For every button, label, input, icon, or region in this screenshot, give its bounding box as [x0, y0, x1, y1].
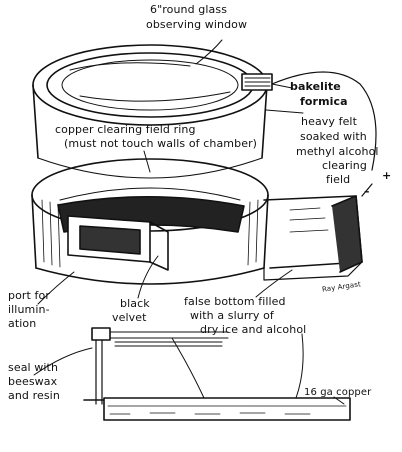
bakelite-label-line2: formica: [300, 95, 348, 108]
bakelite-clip: [241, 73, 273, 91]
clearing-label-line2: field: [326, 173, 351, 186]
port-label-line1: port for: [8, 289, 50, 302]
window-label-line2: observing window: [146, 18, 248, 31]
felt-label-line2: soaked with: [300, 130, 367, 143]
illumination-port: [67, 215, 169, 271]
bakelite-label-line1: bakelite: [290, 80, 341, 93]
glass-lid: [32, 44, 268, 179]
false-bottom-box: [263, 195, 363, 281]
copper-label: 16 ga copper: [304, 387, 372, 398]
velvet-label-line1: black: [120, 297, 150, 310]
seal-label-line2: beeswax: [8, 375, 58, 388]
clearing-field-wire: [271, 71, 377, 197]
cross-section: [83, 327, 351, 421]
ring-label-line1: copper clearing field ring: [55, 123, 196, 136]
seal-label-line3: and resin: [8, 389, 60, 402]
velvet-label-line2: velvet: [112, 311, 147, 324]
felt-label-line3: methyl alcohol: [296, 145, 379, 158]
port-label-line3: ation: [8, 317, 37, 330]
seal-label-line1: seal with: [8, 361, 59, 374]
felt-label-line1: heavy felt: [301, 115, 358, 128]
minus-terminal-label: –: [364, 185, 370, 198]
port-label-line2: illumin-: [8, 303, 50, 316]
leader-lines: [33, 39, 345, 405]
false-bottom-label-line1: false bottom filled: [184, 295, 286, 308]
plus-terminal-label: +: [382, 169, 392, 182]
window-label-line1: 6"round glass: [150, 3, 228, 16]
false-bottom-label-line3: dry ice and alcohol: [200, 323, 307, 336]
false-bottom-label-line2: with a slurry of: [190, 309, 274, 322]
clearing-label-line1: clearing: [322, 159, 367, 172]
ring-label-line2: (must not touch walls of chamber): [64, 137, 258, 150]
